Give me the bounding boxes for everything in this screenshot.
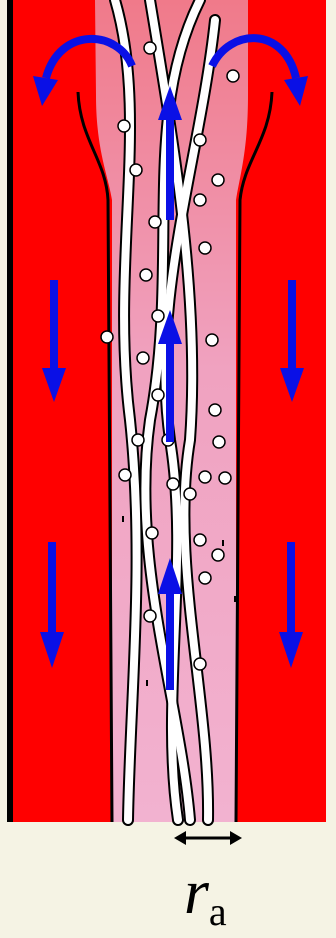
particle: [118, 120, 130, 132]
particle: [199, 572, 211, 584]
particle: [194, 658, 206, 670]
speck: [222, 540, 224, 546]
particle: [152, 310, 164, 322]
particle: [144, 610, 156, 622]
particle: [212, 174, 224, 186]
particle: [167, 478, 179, 490]
particle: [137, 352, 149, 364]
particle: [219, 472, 231, 484]
particle: [152, 389, 164, 401]
radius-symbol: r: [184, 856, 209, 927]
particle: [206, 334, 218, 346]
particle: [140, 269, 152, 281]
particle: [209, 404, 221, 416]
speck: [146, 680, 148, 686]
particle: [101, 331, 113, 343]
particle: [184, 488, 196, 500]
particle: [146, 527, 158, 539]
particle: [119, 469, 131, 481]
speck: [234, 596, 236, 602]
particle: [212, 549, 224, 561]
particle: [199, 242, 211, 254]
particle: [132, 434, 144, 446]
particle: [194, 534, 206, 546]
radius-label: ra: [184, 860, 227, 932]
particle: [194, 194, 206, 206]
particle: [130, 164, 142, 176]
particle: [227, 70, 239, 82]
speck: [122, 516, 124, 522]
background-band: [0, 820, 336, 938]
particle: [199, 471, 211, 483]
particle: [213, 436, 225, 448]
particle: [194, 134, 206, 146]
particle: [149, 216, 161, 228]
particle: [144, 42, 156, 54]
radius-subscript: a: [209, 889, 227, 934]
